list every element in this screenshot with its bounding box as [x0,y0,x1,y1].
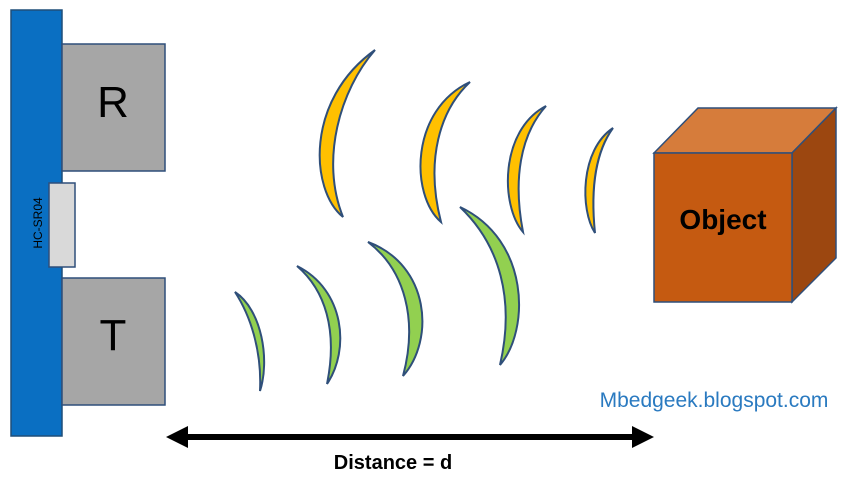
transmitter-label: T [100,311,127,360]
object-label: Object [679,204,766,235]
transmitted-wave-4 [459,206,521,366]
website-label: Mbedgeek.blogspot.com [600,389,829,412]
distance-label: Distance = d [334,452,452,474]
reflected-wave-2 [419,81,471,225]
transmitted-wave-2 [296,265,342,385]
sensor-connector [48,182,76,268]
receiver-label: R [97,78,129,127]
transmitter-box [61,277,166,406]
object-front-face [653,152,793,303]
distance-arrow-left-head [166,426,188,448]
transmitted-wave-1 [234,291,266,392]
receiver-box [61,43,166,172]
distance-arrow-right-head [632,426,654,448]
reflected-wave-1 [318,49,376,218]
reflected-wave-3 [506,105,547,236]
sensor-model-label: HC-SR04 [31,197,45,249]
transmitted-wave-3 [367,241,424,377]
reflected-wave-4 [584,127,614,234]
